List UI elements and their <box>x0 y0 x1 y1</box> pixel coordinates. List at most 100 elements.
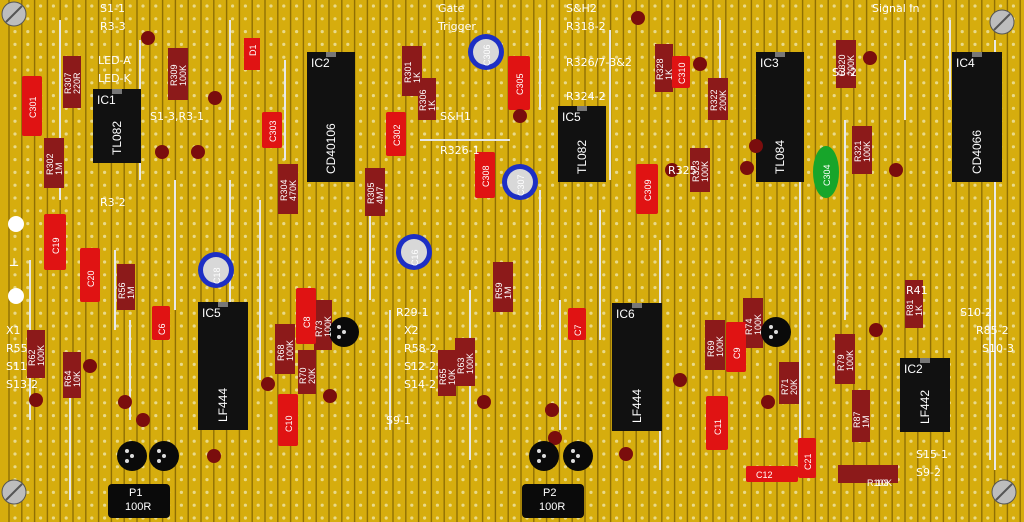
strip-hole <box>448 196 452 200</box>
strip-hole <box>423 401 427 405</box>
strip-hole <box>128 196 132 200</box>
strip-hole <box>589 465 593 469</box>
strip-hole <box>397 490 401 494</box>
strip-hole <box>269 452 273 456</box>
strip-hole <box>333 465 337 469</box>
strip-hole <box>1011 388 1016 392</box>
strip-hole <box>858 273 862 277</box>
strip-hole <box>807 94 811 98</box>
strip-hole <box>871 503 875 507</box>
strip-hole <box>999 337 1003 341</box>
strip-hole <box>39 273 43 277</box>
strip-hole <box>986 196 990 200</box>
strip-hole <box>717 119 721 123</box>
strip-hole <box>115 55 119 59</box>
strip-hole <box>77 490 81 494</box>
strip-hole <box>883 42 888 47</box>
strip-hole <box>973 401 977 405</box>
board-label: S13-2 <box>6 378 38 391</box>
strip-hole <box>691 362 696 366</box>
strip-hole <box>832 490 836 494</box>
strip-hole <box>269 298 273 302</box>
strip-hole <box>807 106 811 110</box>
strip-hole <box>1011 286 1016 290</box>
strip-hole <box>77 247 81 251</box>
strip-hole <box>525 426 529 430</box>
strip-hole <box>794 42 798 47</box>
strip-hole <box>243 490 247 494</box>
strip-hole <box>218 439 222 443</box>
strip-hole <box>167 132 171 136</box>
strip-hole <box>115 414 119 418</box>
strip-hole <box>231 298 235 302</box>
strip-hole <box>1011 426 1016 430</box>
strip-hole <box>512 273 516 277</box>
strip-hole <box>77 337 81 341</box>
strip-hole <box>845 17 849 21</box>
strip-hole <box>640 30 644 34</box>
resistor-body <box>27 330 45 378</box>
strip-hole <box>999 42 1003 47</box>
resistor-ref: R64 <box>63 370 73 387</box>
strip-hole <box>615 132 619 136</box>
strip-hole <box>51 388 56 392</box>
strip-hole <box>525 30 529 34</box>
strip-hole <box>563 94 568 98</box>
strip-hole <box>986 4 990 8</box>
strip-hole <box>410 42 414 47</box>
strip-hole <box>90 170 94 174</box>
green-capacitor <box>813 146 839 198</box>
strip-hole <box>141 426 145 430</box>
strip-hole <box>986 17 990 21</box>
strip-hole <box>551 286 555 290</box>
strip-hole <box>192 388 196 392</box>
strip-hole <box>39 42 43 47</box>
strip-hole <box>807 273 811 277</box>
strip-hole <box>743 68 747 72</box>
pot-body <box>108 484 170 518</box>
strip-hole <box>384 196 388 200</box>
strip-hole <box>512 452 516 456</box>
strip-hole <box>615 260 619 264</box>
strip-hole <box>435 222 439 226</box>
strip-hole <box>935 234 939 238</box>
strip-hole <box>589 478 593 482</box>
strip-hole <box>269 209 273 213</box>
strip-hole <box>960 4 964 8</box>
strip-hole <box>205 222 209 226</box>
strip-hole <box>627 286 632 290</box>
strip-hole <box>435 158 439 162</box>
strip-hole <box>128 17 132 21</box>
strip-hole <box>755 388 760 392</box>
strip-hole <box>499 196 503 200</box>
strip-hole <box>410 375 414 379</box>
strip-hole <box>179 350 183 354</box>
strip-hole <box>410 273 414 277</box>
strip-hole <box>39 260 43 264</box>
strip-hole <box>807 81 811 85</box>
strip-hole <box>525 465 529 469</box>
strip-hole <box>39 158 43 162</box>
strip-hole <box>602 375 606 379</box>
strip-hole <box>218 516 222 520</box>
strip-hole <box>231 94 235 98</box>
strip-hole <box>461 273 465 277</box>
strip-hole <box>627 42 632 47</box>
resistor-body <box>493 262 513 312</box>
resistor-val: 1M <box>503 286 513 299</box>
strip-hole <box>640 465 644 469</box>
strip-hole <box>794 516 798 520</box>
strip-hole <box>371 311 375 315</box>
strip-hole <box>384 273 388 277</box>
strip-hole <box>679 439 683 443</box>
strip-hole <box>602 81 606 85</box>
strip-hole <box>768 362 772 366</box>
strip-hole <box>410 350 414 354</box>
strip-hole <box>256 170 260 174</box>
strip-hole <box>858 286 862 290</box>
strip-hole <box>103 490 107 494</box>
strip-hole <box>1011 145 1016 149</box>
strip-hole <box>167 196 171 200</box>
ic-notch <box>775 52 785 57</box>
strip-hole <box>205 68 209 72</box>
